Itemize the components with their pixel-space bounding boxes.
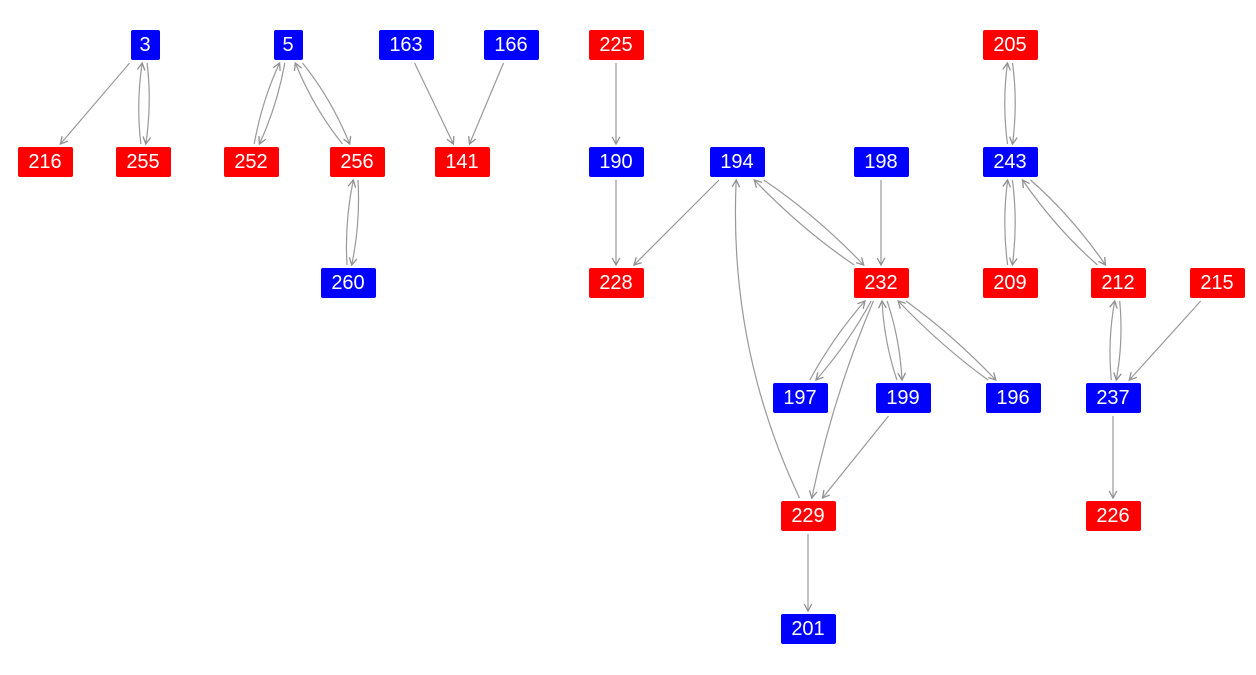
graph-node-215: 215 bbox=[1189, 268, 1245, 298]
graph-node-196: 196 bbox=[985, 383, 1041, 413]
graph-node-201: 201 bbox=[780, 614, 836, 644]
graph-node-252: 252 bbox=[223, 147, 279, 177]
graph-node-5: 5 bbox=[273, 30, 303, 60]
graph-edge-232-197 bbox=[815, 300, 872, 382]
graph-edge-232-229 bbox=[808, 300, 874, 500]
graph-node-226: 226 bbox=[1085, 501, 1141, 531]
graph-node-199: 199 bbox=[875, 383, 931, 413]
edge-group bbox=[59, 61, 1202, 613]
graph-edge-199-229 bbox=[821, 415, 889, 500]
graph-edge-243-209 bbox=[1008, 179, 1018, 267]
graph-node-260: 260 bbox=[320, 268, 376, 298]
graph-edge-237-212 bbox=[1109, 299, 1118, 381]
graph-node-198: 198 bbox=[853, 147, 909, 177]
graph-edge-3-216 bbox=[59, 62, 131, 146]
graph-edge-255-3 bbox=[136, 61, 146, 145]
graph-edge-243-212 bbox=[1030, 179, 1107, 267]
graph-edge-256-260 bbox=[348, 179, 360, 267]
graph-node-3: 3 bbox=[130, 30, 160, 60]
graph-edge-196-232 bbox=[897, 300, 989, 381]
graph-edge-166-141 bbox=[468, 62, 505, 146]
graph-node-216: 216 bbox=[17, 147, 73, 177]
graph-edge-3-255 bbox=[142, 62, 152, 146]
graph-edge-209-243 bbox=[1002, 178, 1012, 266]
graph-node-194: 194 bbox=[709, 147, 765, 177]
graph-node-255: 255 bbox=[115, 147, 171, 177]
graph-edge-232-194 bbox=[753, 179, 855, 266]
graph-edge-194-232 bbox=[763, 179, 865, 266]
graph-node-209: 209 bbox=[982, 268, 1038, 298]
graph-edge-212-243 bbox=[1021, 178, 1098, 266]
graph-node-205: 205 bbox=[982, 30, 1038, 60]
graph-edge-260-256 bbox=[345, 178, 357, 266]
graph-node-225: 225 bbox=[588, 30, 644, 60]
graph-edge-243-205 bbox=[1002, 61, 1011, 145]
graph-node-243: 243 bbox=[982, 147, 1038, 177]
graph-node-237: 237 bbox=[1085, 383, 1141, 413]
graph-edge-5-256 bbox=[302, 62, 352, 146]
graph-edge-197-232 bbox=[809, 299, 866, 381]
graph-edge-215-237 bbox=[1128, 300, 1202, 382]
graph-node-228: 228 bbox=[588, 268, 644, 298]
graph-edge-194-228 bbox=[633, 179, 720, 266]
graph-edge-205-243 bbox=[1009, 62, 1018, 146]
graph-node-212: 212 bbox=[1090, 268, 1146, 298]
graph-edge-256-5 bbox=[293, 61, 343, 145]
graph-node-163: 163 bbox=[378, 30, 434, 60]
graph-edge-229-194 bbox=[731, 178, 801, 499]
graph-node-166: 166 bbox=[483, 30, 539, 60]
graph-edge-232-199 bbox=[886, 300, 907, 382]
graph-node-141: 141 bbox=[434, 147, 490, 177]
graph-edge-199-232 bbox=[877, 299, 898, 381]
graph-edge-163-141 bbox=[414, 62, 455, 146]
graph-node-256: 256 bbox=[329, 147, 385, 177]
graph-node-190: 190 bbox=[588, 147, 644, 177]
graph-node-197: 197 bbox=[772, 383, 828, 413]
graph-edge-212-237 bbox=[1113, 300, 1122, 382]
graph-edge-252-5 bbox=[253, 61, 281, 145]
graph-edge-5-252 bbox=[258, 62, 286, 146]
graph-node-229: 229 bbox=[780, 501, 836, 531]
graph-node-232: 232 bbox=[853, 268, 909, 298]
graph-edge-232-196 bbox=[905, 300, 997, 381]
